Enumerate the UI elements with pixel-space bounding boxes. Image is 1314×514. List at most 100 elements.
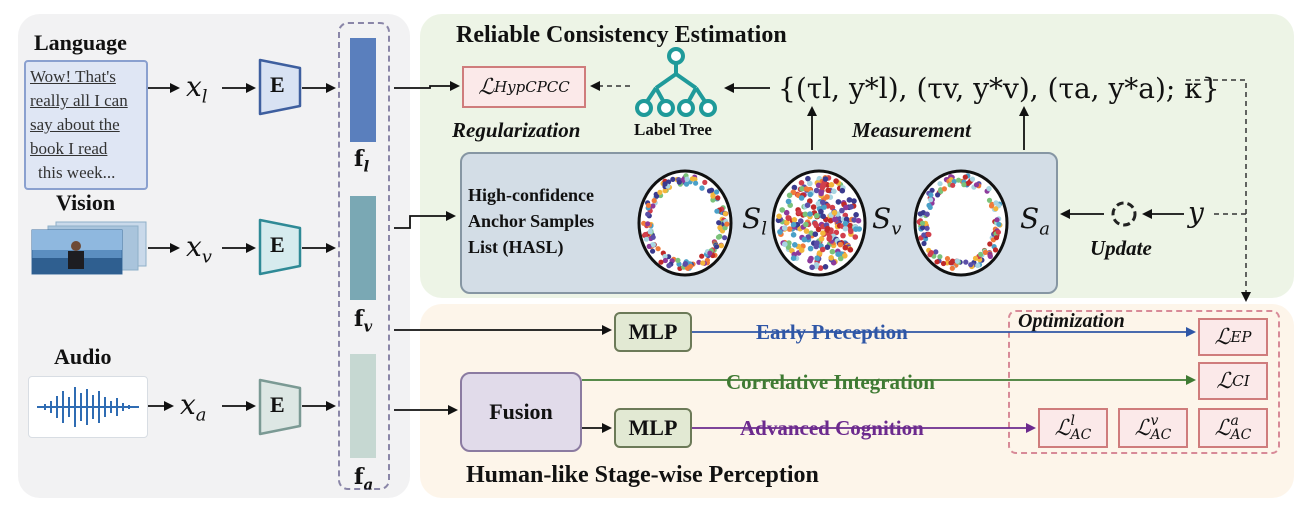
encoder-label: E [270,392,285,417]
embedding-point [824,244,831,250]
vision-encoder: E [258,218,302,276]
embedding-point [855,217,862,224]
embedding-point [827,217,834,224]
embedding-point [968,262,974,268]
early-preception-label: Early Preception [752,320,912,345]
hasl-line: Anchor Samples [468,211,595,231]
embedding-point [715,234,722,240]
embedding-point [798,195,805,201]
embedding-point [825,187,831,194]
optimization-label: Optimization [1018,310,1125,332]
embedding-point [962,174,968,180]
embedding-point [822,176,829,182]
language-text-line: really all I can [30,91,128,110]
embedding-point [798,247,805,253]
embedding-point [714,189,720,195]
embedding-point [934,259,940,265]
embedding-point [928,197,934,203]
embedding-point [920,225,926,231]
embedding-point [650,234,656,240]
embedding-point [658,259,664,265]
embedding-point [820,213,826,220]
embedding-point [917,211,923,217]
embedding-point [722,211,728,217]
embedding-point [810,204,817,210]
embedding-point [647,229,653,235]
embedding-point [935,192,941,198]
embedding-point [799,186,805,192]
embedding-point [824,194,830,200]
embedding-point [940,260,947,267]
embedding-point [781,225,788,231]
embedding-point [842,244,849,251]
embedding-point [840,232,846,239]
embedding-point [993,206,999,212]
feature-bar-audio [350,354,376,458]
embedding-point [803,221,809,228]
embedding-point [847,247,854,253]
embedding-point [986,197,993,203]
embedding-point [689,176,695,182]
embedding-point [921,240,927,247]
feature-bar-vision [350,196,376,300]
audio-label: Audio [54,344,112,369]
embedding-circle-audio [912,168,1010,278]
embedding-point [790,255,797,261]
embedding-point [826,234,833,241]
embedding-point [833,229,840,236]
embedding-point [950,182,956,188]
embedding-point [829,248,836,255]
label-y: y [1188,196,1204,229]
vision-label: Vision [56,190,116,215]
encoder-label: E [270,232,285,257]
embedding-point [779,207,785,213]
embedding-point [803,186,810,192]
embedding-point [790,189,797,196]
embedding-point [813,243,819,250]
embedding-point [803,228,810,234]
embedding-point [722,235,728,241]
embedding-point [944,256,951,262]
embedding-point [643,236,649,242]
embedding-point [715,195,721,201]
embedding-point [814,255,820,261]
embedding-point [798,218,804,224]
consistency-tuple: {(τl, y*l), (τv, y*v), (τa, y*a); κ} [778,72,1220,105]
embedding-point [848,228,854,235]
embedding-point [819,246,826,253]
embedding-point [846,197,853,203]
embedding-point [699,185,705,191]
embedding-point [786,192,793,199]
correlative-integration-label: Correlative Integration [722,370,939,395]
embedding-point [796,209,802,216]
embedding-point [641,220,647,226]
embedding-point [807,211,813,217]
fusion-box: Fusion [460,372,582,452]
embedding-point [724,221,730,227]
embedding-point [714,208,720,214]
embedding-point [717,225,723,231]
hasl-line: List (HASL) [468,237,564,257]
embedding-point [835,251,841,257]
embedding-point [993,235,1000,241]
embedding-point [792,242,798,248]
embedding-point [851,217,857,223]
embedding-point [790,232,797,238]
input-xa: xa [180,388,207,426]
embedding-point [937,254,943,260]
embedding-point [839,207,845,214]
embedding-point [833,178,839,184]
embedding-point [963,259,969,265]
embedding-point [809,264,815,271]
regularization-label: Regularization [452,118,581,142]
embedding-point [805,175,811,182]
embedding-point [924,211,930,217]
embedding-circle-vision [770,168,868,278]
embedding-point [937,181,943,187]
embedding-point [973,182,980,188]
embedding-point [804,202,811,208]
embedding-point [852,234,859,240]
embedding-point [776,213,782,220]
embedding-point [824,225,831,232]
